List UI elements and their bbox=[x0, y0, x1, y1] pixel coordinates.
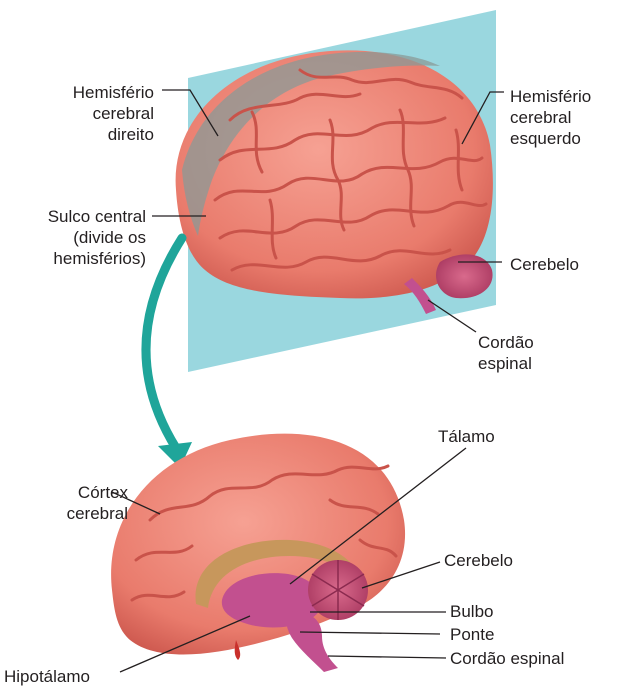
label-hypothalamus: Hipotálamo bbox=[4, 666, 90, 687]
label-central-sulcus: Sulco central (divide os hemisférios) bbox=[10, 206, 146, 269]
label-thalamus: Tálamo bbox=[438, 426, 495, 447]
sagittal-section-illustration bbox=[111, 434, 405, 672]
leader-spinal-cord-bottom bbox=[328, 656, 446, 658]
label-cerebellum-top: Cerebelo bbox=[510, 254, 579, 275]
label-left-hemisphere: Hemisfério cerebral esquerdo bbox=[510, 86, 591, 149]
label-pons: Ponte bbox=[450, 624, 494, 645]
label-cerebellum-bottom: Cerebelo bbox=[444, 550, 513, 571]
transition-arrow bbox=[146, 238, 192, 468]
label-spinal-cord-bottom: Cordão espinal bbox=[450, 648, 564, 669]
label-spinal-cord-top: Cordão espinal bbox=[478, 332, 534, 374]
label-medulla: Bulbo bbox=[450, 601, 493, 622]
label-right-hemisphere: Hemisfério cerebral direito bbox=[40, 82, 154, 145]
whole-brain-illustration bbox=[176, 10, 496, 372]
brainstem-section bbox=[286, 612, 338, 672]
label-cerebral-cortex: Córtex cerebral bbox=[20, 482, 128, 524]
